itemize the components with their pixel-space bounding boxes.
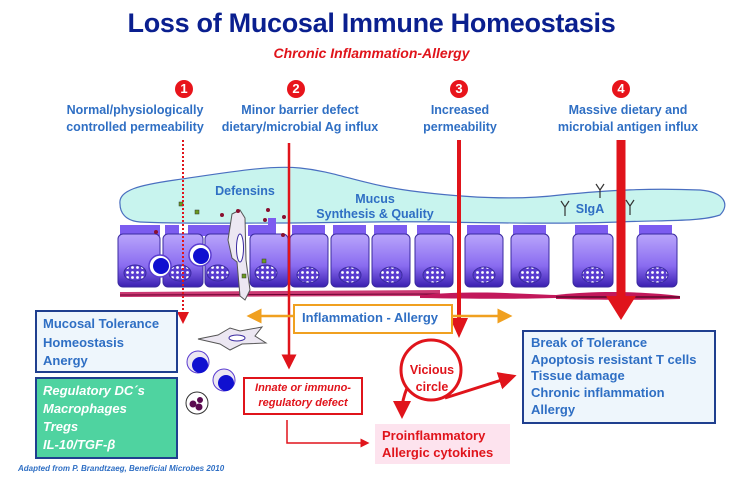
mucus-line2: Synthesis & Quality [316,207,434,221]
vicious-to-break-arrow [444,372,517,400]
step-3-arrowhead [450,318,468,338]
break-of-tolerance-box: Break of Tolerance Apoptosis resistant T… [522,330,716,424]
break-line: Tissue damage [531,368,625,384]
epithelial-cell [371,225,411,288]
step-4-line2: microbial antigen influx [557,120,699,134]
epithelial-cell [248,218,289,288]
granulocyte [185,391,209,415]
epithelial-cell [572,225,614,288]
siga-label: SIgA [575,202,605,216]
innate-line: Innate or immuno- [255,382,351,394]
antigen-squares [178,201,267,279]
plasma-cell [186,350,210,374]
step-2-label: Minor barrier defect dietary/microbial A… [215,102,385,136]
vicious-line: Vicious [409,363,455,377]
antigen-particles [154,208,286,237]
break-line: Break of Tolerance [531,335,648,350]
regulatory-line: Regulatory DC´s [43,383,145,398]
siga-antibody-icon [560,183,635,216]
epithelial-cell [510,225,550,288]
regulatory-line: Macrophages [43,401,127,416]
tolerance-line: Mucosal Tolerance [43,316,160,331]
defensins-label: Defensins [215,184,275,198]
source-credit: Adapted from P. Brandtzaeg, Beneficial M… [18,464,225,473]
step-4-label: Massive dietary and microbial antigen in… [548,102,708,136]
mucus-label: Mucus Synthesis & Quality [305,192,445,222]
vicious-circle-ring [399,338,463,402]
epithelial-cell [414,225,454,288]
break-line: Apoptosis resistant T cells [531,351,697,367]
innate-defect-box: Innate or immuno- regulatory defect [243,377,363,415]
inflammation-allergy-box: Inflammation - Allergy [293,304,453,334]
innate-line: regulatory defect [258,397,348,409]
break-line: Chronic inflammation [531,385,665,401]
mucus-line1: Mucus [355,192,395,206]
mucosal-tolerance-box: Mucosal Tolerance Homeostasis Anergy [35,310,178,373]
step-2-line1: Minor barrier defect [241,103,359,117]
step-1-label: Normal/physiologically controlled permea… [45,102,225,136]
regulatory-line: Tregs [43,419,79,434]
vicious-to-cytokine-arrow [393,387,412,419]
step-4-arrowhead [606,296,636,320]
step-3-label: Increased permeability [410,102,510,136]
step-4-badge: 4 [612,80,630,98]
vicious-circle-label: Vicious circle [397,362,467,396]
step-1-line2: controlled permeability [66,120,204,134]
step-3-line2: permeability [423,120,497,134]
step-3-badge: 3 [450,80,468,98]
tolerance-line: Homeostasis [43,334,124,350]
step-1-line1: Normal/physiologically [66,103,204,117]
epithelial-cell [117,225,161,288]
epithelial-cells [117,218,678,288]
cytokine-line: Proinflammatory [382,428,486,443]
step-2-badge: 2 [287,80,305,98]
lymphocyte [188,243,212,267]
regulatory-line: IL-10/TGF-β [43,437,116,452]
step-4-line1: Massive dietary and [568,103,688,117]
step-2-line2: dietary/microbial Ag influx [221,120,379,134]
cytokine-line: Allergic cytokines [382,445,494,460]
macrophage [197,326,268,351]
page-subtitle: Chronic Inflammation-Allergy [273,45,470,61]
epithelial-cell [636,225,678,288]
epithelial-cell [464,225,504,288]
mucus-layer [119,166,726,224]
proinflammatory-cytokines-box: Proinflammatory Allergic cytokines [375,424,510,464]
plasma-cell [212,368,236,392]
epithelial-cell [289,225,329,288]
lymphocyte [148,254,172,278]
epithelial-cell [330,225,370,288]
page-title: Loss of Mucosal Immune Homeostasis [127,8,616,38]
regulatory-cells-box: Regulatory DC´s Macrophages Tregs IL-10/… [35,377,178,459]
tolerance-line: Anergy [43,353,88,368]
step-3-line1: Increased [430,103,490,117]
break-line: Allergy [531,401,576,417]
vicious-line: circle [415,380,449,394]
step-1-badge: 1 [175,80,193,98]
lamina-propria-band [119,290,680,300]
innate-to-cytokine-arrow [286,420,370,448]
